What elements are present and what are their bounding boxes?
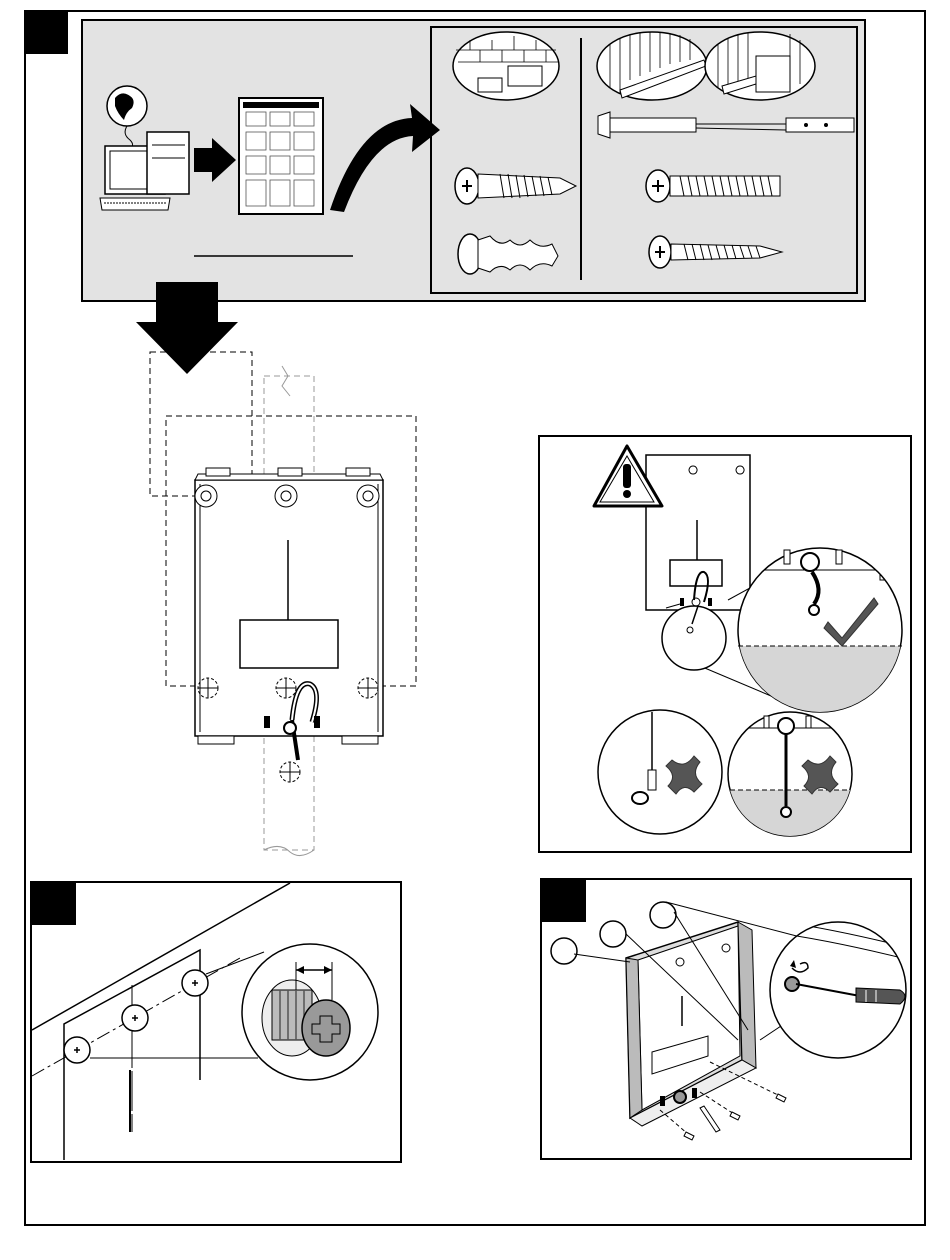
screwdriver-detail — [770, 920, 910, 1058]
